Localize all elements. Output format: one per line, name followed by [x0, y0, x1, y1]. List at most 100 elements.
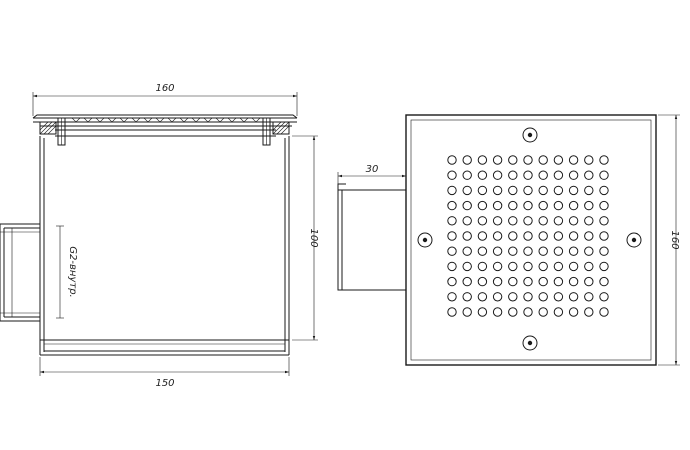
- grille-hole: [599, 231, 609, 241]
- plate-hatch-mark: [143, 117, 153, 123]
- seal-right: [272, 121, 290, 135]
- grille-holes: [447, 155, 609, 317]
- grille-hole: [508, 276, 518, 287]
- plate-hatch-mark: [71, 117, 81, 123]
- grille-hole: [538, 261, 548, 272]
- grille-hole: [538, 246, 548, 256]
- grille-hole: [553, 185, 564, 196]
- grille-hole: [447, 261, 457, 272]
- plate-hatch-mark: [251, 117, 261, 123]
- grille-hole: [477, 170, 488, 180]
- grille-hole: [599, 170, 609, 180]
- front-view: 30: [337, 114, 680, 366]
- grille-hole: [477, 155, 488, 165]
- grille-hole: [599, 185, 609, 196]
- body-walls: [39, 136, 290, 356]
- grille-hole: [523, 261, 533, 272]
- plate-hatch-mark: [119, 117, 129, 123]
- grille-hole: [553, 231, 564, 241]
- grille-hole: [538, 155, 548, 165]
- grille-hole: [477, 231, 488, 241]
- grille-hole: [553, 261, 564, 272]
- grille-hole: [568, 246, 579, 256]
- plate-hatch-mark: [83, 117, 93, 123]
- grille-hole: [599, 261, 609, 272]
- grille-hole: [508, 185, 518, 196]
- grille-hole: [477, 185, 488, 196]
- grille-hole: [462, 307, 472, 317]
- grille-hole: [599, 155, 609, 165]
- outlet-callout: G2-внутр.: [56, 225, 78, 319]
- dim-front-height: 160: [658, 114, 680, 366]
- grille-hole: [477, 200, 488, 211]
- grille-hole: [447, 307, 457, 317]
- grille-hole: [584, 231, 594, 241]
- screw-top: [522, 127, 538, 143]
- grille-hole: [584, 307, 594, 317]
- grille-hole: [538, 307, 548, 317]
- grille-hole: [462, 185, 472, 196]
- grille-hole: [492, 200, 503, 211]
- grille-hole: [462, 200, 472, 211]
- grille-hole: [462, 292, 472, 302]
- grille-hole: [553, 216, 564, 226]
- screw-left: [417, 232, 433, 248]
- plate-hatch-mark: [131, 117, 141, 123]
- grille-hole: [477, 246, 488, 256]
- grille-hole: [508, 231, 518, 241]
- grille-hole: [462, 231, 472, 241]
- grille-hole: [568, 292, 579, 302]
- plate-hatch-mark: [107, 117, 117, 123]
- screw-right: [626, 232, 642, 248]
- grille-hole: [492, 261, 503, 272]
- grille-hole: [553, 170, 564, 180]
- grille-hole: [584, 185, 594, 196]
- plate-hatch-mark: [155, 117, 165, 123]
- grille-hole: [523, 185, 533, 196]
- grille-hole: [447, 216, 457, 226]
- dim-label-top-width: 160: [155, 83, 174, 94]
- grille-hole: [584, 200, 594, 211]
- dim-label-outlet-length: 30: [366, 164, 379, 175]
- grille-hole: [553, 246, 564, 256]
- grille-hole: [447, 185, 457, 196]
- grille-hole: [553, 292, 564, 302]
- grille-hole: [599, 276, 609, 287]
- grille-hole: [492, 246, 503, 256]
- grille-hole: [538, 170, 548, 180]
- grille-hole: [568, 307, 579, 317]
- grille-hole: [599, 216, 609, 226]
- top-flange: [32, 114, 298, 137]
- outlet-thread-label: G2-внутр.: [67, 246, 78, 297]
- grate-plate: [405, 114, 657, 366]
- grille-hole: [477, 292, 488, 302]
- grille-hole: [553, 155, 564, 165]
- grille-hole: [447, 200, 457, 211]
- front-fasteners: [417, 127, 642, 351]
- dim-label-height: 100: [308, 228, 319, 247]
- grille-hole: [492, 276, 503, 287]
- grille-hole: [523, 155, 533, 165]
- grille-hole: [523, 246, 533, 256]
- side-outlet-pipe: [0, 223, 41, 322]
- grille-hole: [492, 216, 503, 226]
- grille-hole: [538, 200, 548, 211]
- grille-hole: [447, 276, 457, 287]
- screw-bottom: [522, 335, 538, 351]
- plate-hatch-mark: [191, 117, 201, 123]
- plate-hatch-mark: [215, 117, 225, 123]
- grille-hole: [447, 292, 457, 302]
- grille-hole: [492, 292, 503, 302]
- dim-outlet-length: 30: [337, 164, 406, 184]
- grille-hole: [599, 246, 609, 256]
- grille-hole: [599, 292, 609, 302]
- grille-hole: [477, 261, 488, 272]
- grille-hole: [584, 155, 594, 165]
- grille-hole: [462, 276, 472, 287]
- grille-hole: [584, 292, 594, 302]
- grille-hole: [492, 231, 503, 241]
- grille-hole: [584, 276, 594, 287]
- grille-hole: [599, 307, 609, 317]
- grille-hole: [508, 307, 518, 317]
